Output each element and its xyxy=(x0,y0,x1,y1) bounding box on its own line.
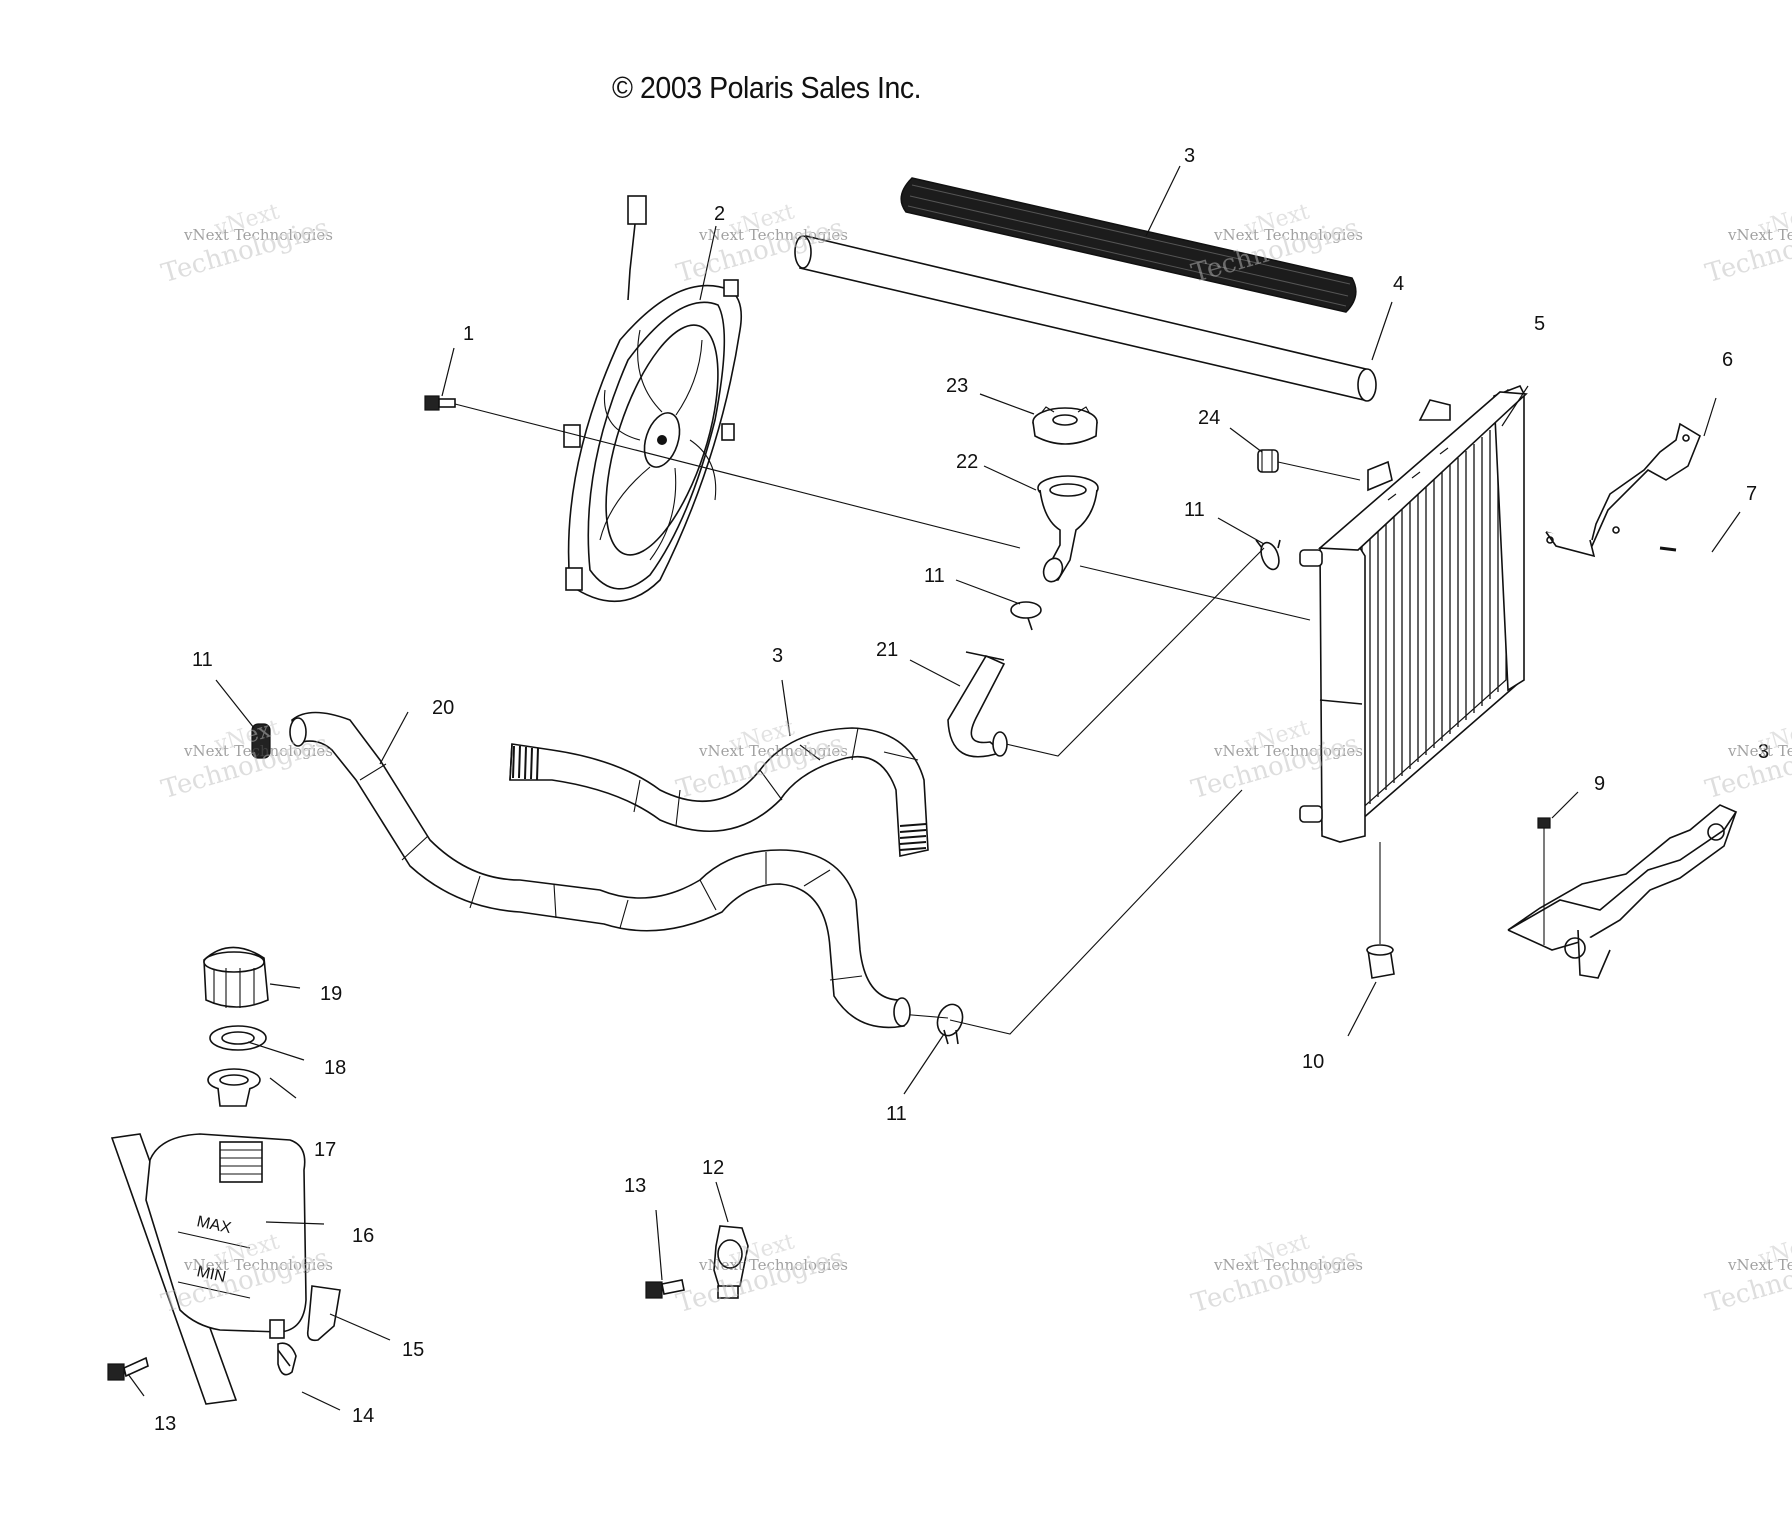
callout-labels: 1 2 3 3 3 4 5 6 7 9 10 11 11 11 11 12 13… xyxy=(154,145,1769,1435)
callout-3-right: 3 xyxy=(1758,741,1769,763)
callout-15: 15 xyxy=(402,1339,424,1361)
callout-11-d: 11 xyxy=(886,1103,907,1125)
part-3-molded-hose-middle xyxy=(509,727,929,857)
part-11-clamp-a xyxy=(1255,539,1281,571)
part-10-grommet xyxy=(1366,842,1395,979)
tank-max-marking: MAX xyxy=(195,1213,233,1237)
routing-line-lower xyxy=(899,789,1243,1035)
part-6-bracket xyxy=(1545,422,1701,558)
callout-1: 1 xyxy=(463,323,474,345)
callout-5: 5 xyxy=(1534,313,1545,335)
callout-11-c: 11 xyxy=(192,649,213,671)
callout-11-b: 11 xyxy=(924,565,945,587)
callout-2: 2 xyxy=(714,203,725,225)
callout-12: 12 xyxy=(702,1157,724,1179)
part-16-reservoir-tank: MAX MIN xyxy=(110,1133,307,1405)
callout-11-a: 11 xyxy=(1184,499,1205,521)
callout-6: 6 xyxy=(1722,349,1733,371)
assembly-line-24 xyxy=(1277,461,1361,481)
callout-3-middle: 3 xyxy=(772,645,783,667)
part-14-hose-clip xyxy=(277,1342,297,1376)
callout-13-tank: 13 xyxy=(154,1413,176,1435)
part-11-clamp-b xyxy=(1010,601,1042,631)
routing-line-upper xyxy=(1005,547,1265,757)
callout-10: 10 xyxy=(1302,1051,1324,1073)
part-20-long-hose xyxy=(289,711,911,1029)
callout-7: 7 xyxy=(1746,483,1757,505)
callout-3-upper: 3 xyxy=(1184,145,1195,167)
callout-18: 18 xyxy=(324,1057,346,1079)
ribbed-end-right xyxy=(899,823,927,851)
part-18-washer xyxy=(209,1025,267,1051)
callout-14: 14 xyxy=(352,1405,374,1427)
callout-20: 20 xyxy=(432,697,454,719)
part-17-seal xyxy=(207,1068,261,1107)
copyright-notice: © 2003 Polaris Sales Inc. xyxy=(612,70,922,105)
part-4-foam-strip xyxy=(794,235,1377,402)
callout-9: 9 xyxy=(1594,773,1605,795)
callout-21: 21 xyxy=(876,639,898,661)
part-23-radiator-cap xyxy=(1032,406,1098,445)
callout-19: 19 xyxy=(320,983,342,1005)
callout-24: 24 xyxy=(1198,407,1220,429)
part-19-reservoir-cap xyxy=(203,946,269,1008)
part-7-screw xyxy=(1659,546,1677,552)
callout-4: 4 xyxy=(1393,273,1404,295)
callout-22: 22 xyxy=(956,451,978,473)
tank-min-marking: MIN xyxy=(195,1263,227,1286)
part-5-radiator xyxy=(1299,384,1528,843)
assembly-line-1 xyxy=(454,403,1311,621)
part-9-screw xyxy=(1537,817,1551,945)
part-21-elbow-hose xyxy=(947,651,1008,758)
part-1-bolt xyxy=(424,395,456,411)
part-12-p-clamp xyxy=(713,1225,749,1299)
part-3-ribbed-hose-upper xyxy=(900,177,1357,313)
callout-23: 23 xyxy=(946,375,968,397)
part-24-grommet xyxy=(1257,449,1279,473)
part-8-lower-bracket xyxy=(1507,804,1738,979)
part-15-overflow-hose xyxy=(306,1285,341,1342)
callout-13-clamp: 13 xyxy=(624,1175,646,1197)
part-13-screw-clamp xyxy=(645,1279,685,1299)
part-11-clamp-c xyxy=(251,723,271,759)
part-22-filler-neck xyxy=(1037,475,1099,583)
part-2-cooling-fan xyxy=(563,195,743,603)
callout-17: 17 xyxy=(314,1139,336,1161)
leader-lines xyxy=(127,165,1741,1411)
part-13-screw-tank xyxy=(107,1356,149,1381)
callout-16: 16 xyxy=(352,1225,374,1247)
ribbed-end-left xyxy=(512,745,539,781)
